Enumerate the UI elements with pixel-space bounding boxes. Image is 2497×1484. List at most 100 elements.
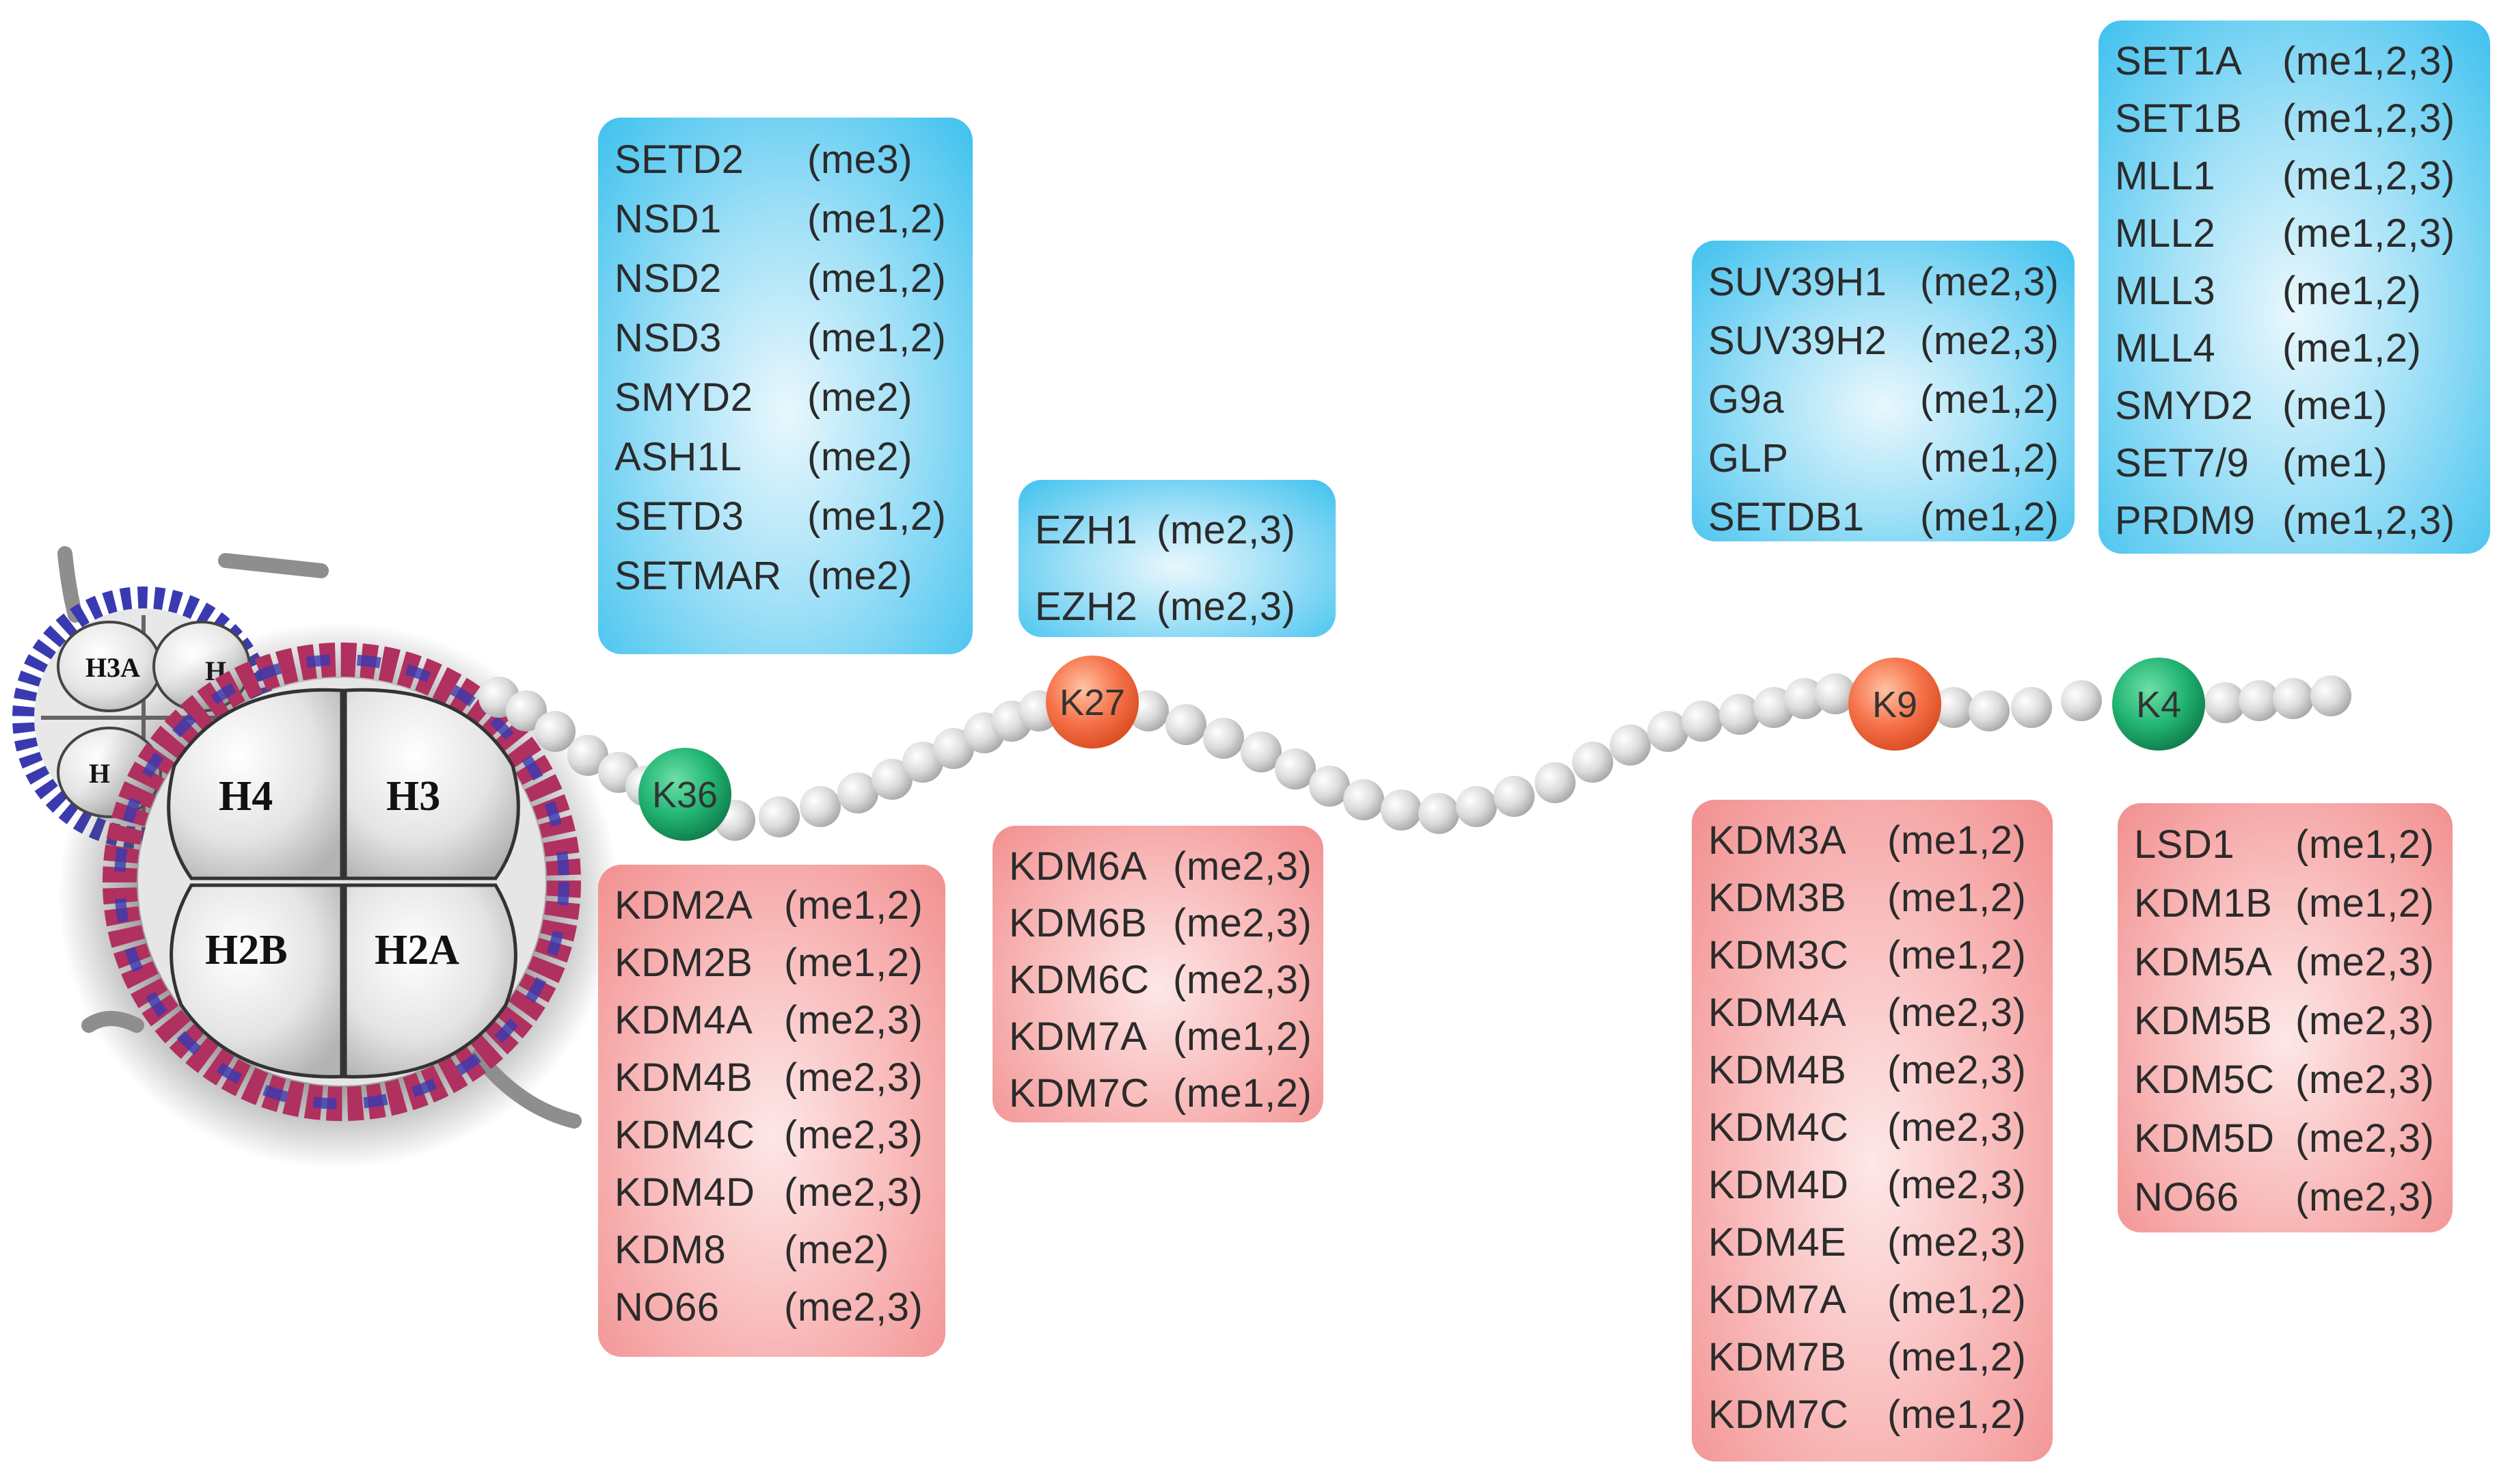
methylation-state: (me2,3) [784, 1285, 923, 1330]
tail-bead [1275, 748, 1316, 790]
histone-label-h2b: H2B [205, 927, 288, 973]
methylation-state: (me2,3) [784, 1113, 923, 1157]
enzyme-row: KDM4A(me2,3) [615, 992, 939, 1049]
methylation-state: (me1,2) [1173, 1070, 1312, 1116]
enzyme-name: KDM4E [1708, 1220, 1847, 1265]
enzyme-row: NO66(me2,3) [2134, 1168, 2446, 1227]
methylation-state: (me1,2) [1920, 436, 2060, 481]
enzyme-name: NSD1 [615, 196, 722, 241]
enzyme-row: KDM7A(me1,2) [1009, 1008, 1317, 1065]
methylation-state: (me1,2,3) [2282, 39, 2455, 83]
enzyme-row: SUV39H1 (me2,3) [1708, 253, 2068, 312]
tail-bead [2061, 680, 2102, 721]
methylation-state: (me1,2) [1887, 1335, 2027, 1379]
tail-bead [1784, 678, 1825, 719]
enzyme-row: ASH1L(me2) [615, 427, 966, 487]
lysine-k4-label: K4 [2136, 684, 2181, 725]
enzyme-name: SUV39H1 [1708, 260, 1887, 304]
tail-bead [933, 728, 974, 769]
methylation-state: (me1,2) [1887, 933, 2027, 977]
tail-bead [1203, 718, 1244, 759]
tail-bead [1418, 793, 1459, 834]
enzyme-name: SETD2 [615, 137, 744, 182]
enzyme-row: KDM1B(me1,2) [2134, 874, 2446, 933]
k36-methyltransferase-box: SETD2(me3)NSD1(me1,2)NSD2(me1,2)NSD3(me1… [598, 118, 973, 654]
methylation-state: (me1,2) [1887, 1392, 2027, 1437]
k27-demethylase-box: KDM6A(me2,3)KDM6B(me2,3)KDM6C(me2,3)KDM7… [993, 826, 1323, 1122]
tail-bead [759, 796, 800, 837]
enzyme-name: KDM7C [1708, 1392, 1849, 1437]
methylation-state: (me1,2,3) [2282, 154, 2455, 198]
methylation-state: (me2,3) [2295, 1116, 2435, 1161]
tail-bead [1572, 742, 1613, 783]
lysine-k27: K27 [1046, 656, 1139, 748]
enzyme-name: MLL1 [2115, 154, 2216, 198]
methylation-state: (me2) [807, 375, 913, 420]
enzyme-row: KDM3A (me1,2) [1708, 812, 2046, 869]
enzyme-row: KDM4A(me2,3) [1708, 984, 2046, 1042]
enzyme-name: MLL4 [2115, 326, 2216, 370]
enzyme-row: MLL4(me1,2) [2115, 320, 2483, 377]
methylation-state: (me2,3) [1887, 1163, 2027, 1207]
methylation-state: (me1,2) [807, 196, 947, 241]
methylation-state: (me2,3) [2295, 940, 2435, 984]
tail-bead [1309, 766, 1350, 807]
enzyme-row: KDM5A(me2,3) [2134, 933, 2446, 992]
tail-bead [1719, 694, 1760, 735]
k36-demethylase-box: KDM2A(me1,2)KDM2B(me1,2)KDM4A(me2,3)KDM4… [598, 865, 945, 1357]
enzyme-name: KDM7B [1708, 1335, 1847, 1379]
tail-bead [1241, 731, 1282, 772]
histone-tail [478, 673, 2351, 841]
tail-bead [837, 772, 878, 813]
enzyme-row: KDM6A(me2,3) [1009, 838, 1317, 895]
methylation-state: (me2,3) [2295, 1175, 2435, 1219]
enzyme-row: KDM4D(me2,3) [1708, 1157, 2046, 1214]
methylation-state: (me1,2) [1887, 876, 2027, 920]
methylation-state: (me3) [807, 137, 913, 182]
k27-methyltransferase-box: EZH1(me2,3)EZH2(me2,3) [1018, 480, 1336, 637]
histone-label-h4: H4 [219, 773, 273, 820]
methylation-state: (me1,2) [2295, 881, 2435, 926]
enzyme-name: SETDB1 [1708, 495, 1865, 539]
methylation-state: (me2) [807, 553, 913, 598]
methylation-state: (me1,2) [784, 883, 923, 928]
enzyme-name: KDM4B [615, 1055, 753, 1100]
enzyme-name: NSD2 [615, 256, 722, 301]
lysine-k36: K36 [638, 748, 731, 841]
methylation-state: (me1,2) [807, 256, 947, 301]
enzyme-name: KDM8 [615, 1228, 727, 1272]
enzyme-name: KDM4D [615, 1170, 755, 1215]
enzyme-row: KDM8(me2) [615, 1222, 939, 1279]
enzyme-name: NSD3 [615, 315, 722, 360]
histone-label-h3: H3 [386, 773, 440, 820]
histone-label-h3a: H3A [85, 652, 140, 683]
enzyme-name: EZH2 [1035, 584, 1138, 629]
enzyme-name: KDM4C [1708, 1105, 1849, 1150]
methylation-state: (me1,2) [1920, 377, 2060, 422]
enzyme-name: KDM3A [1708, 818, 1847, 863]
methylation-state: (me2,3) [1887, 1220, 2027, 1265]
lysine-k27-label: K27 [1059, 682, 1125, 723]
enzyme-row: MLL3(me1,2) [2115, 262, 2483, 320]
enzyme-name: KDM7C [1009, 1070, 1150, 1116]
enzyme-name: MLL2 [2115, 211, 2216, 256]
tail-bead [1343, 779, 1384, 820]
lysine-k9: K9 [1848, 658, 1941, 751]
methylation-state: (me2,3) [1157, 508, 1296, 552]
methylation-state: (me2,3) [1920, 319, 2060, 363]
enzyme-row: PRDM9(me1,2,3) [2115, 492, 2483, 550]
enzyme-row: EZH2(me2,3) [1035, 569, 1329, 645]
methylation-state: (me2,3) [1920, 260, 2060, 304]
enzyme-name: KDM3B [1708, 876, 1847, 920]
enzyme-row: KDM4B(me2,3) [615, 1049, 939, 1107]
tail-bead [800, 786, 841, 827]
methylation-state: (me1,2,3) [2282, 498, 2455, 543]
enzyme-name: NO66 [615, 1285, 720, 1330]
enzyme-row: NO66 (me2,3) [615, 1279, 939, 1336]
methylation-state: (me1) [2282, 383, 2388, 428]
enzyme-row: KDM7A(me1,2) [1708, 1271, 2046, 1329]
tail-bead [535, 711, 576, 752]
enzyme-name: G9a [1708, 377, 1785, 422]
methylation-state: (me1,2) [1887, 818, 2027, 863]
enzyme-row: MLL2(me1,2,3) [2115, 205, 2483, 262]
